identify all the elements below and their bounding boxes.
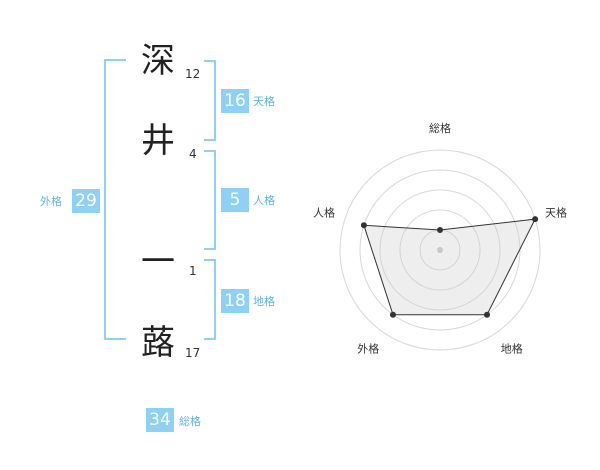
radar-point-5 bbox=[360, 222, 367, 229]
radar-ring-2 bbox=[399, 209, 481, 291]
gaikaku-value-badge: 29 bbox=[72, 189, 100, 213]
name-char-2: 井 bbox=[141, 121, 175, 161]
soukaku-value-badge: 34 bbox=[146, 408, 174, 432]
stroke-count-1: 12 bbox=[185, 67, 201, 81]
jinkaku-bracket bbox=[204, 150, 216, 250]
radar-point-1 bbox=[437, 227, 443, 233]
jinkaku-value-badge: 5 bbox=[221, 188, 249, 212]
stroke-count-3: 1 bbox=[189, 264, 197, 278]
tenkaku-value-badge: 16 bbox=[221, 89, 249, 113]
stroke-count-2: 4 bbox=[189, 147, 197, 161]
radar-axis-label-2: 天格 bbox=[545, 205, 567, 219]
tenkaku-bracket bbox=[204, 60, 216, 141]
radar-point-2 bbox=[532, 216, 539, 223]
name-char-1: 深 bbox=[141, 41, 175, 81]
chikaku-value-badge: 18 bbox=[221, 289, 249, 313]
radar-axis-label-4: 外格 bbox=[357, 342, 379, 356]
chikaku-label: 地格 bbox=[253, 295, 275, 308]
radar-ring-3 bbox=[379, 189, 501, 311]
radar-polygon bbox=[363, 218, 536, 316]
gaikaku-bracket bbox=[104, 59, 126, 340]
name-char-3: 一 bbox=[141, 242, 175, 282]
gaikaku-label: 外格 bbox=[40, 195, 62, 208]
radar-axis-label-5: 人格 bbox=[313, 205, 335, 219]
radar-point-4 bbox=[389, 311, 396, 318]
chikaku-bracket bbox=[204, 259, 216, 340]
soukaku-label: 総格 bbox=[179, 415, 201, 428]
name-char-4: 蕗 bbox=[141, 323, 175, 363]
radar-ring-5 bbox=[339, 149, 541, 351]
radar-axis-label-1: 総格 bbox=[429, 121, 451, 135]
tenkaku-label: 天格 bbox=[253, 95, 275, 108]
radar-center-dot bbox=[437, 247, 443, 253]
jinkaku-label: 人格 bbox=[253, 194, 275, 207]
radar-point-3 bbox=[484, 311, 491, 318]
stroke-count-4: 17 bbox=[185, 346, 201, 360]
radar-axis-label-3: 地格 bbox=[501, 342, 523, 356]
